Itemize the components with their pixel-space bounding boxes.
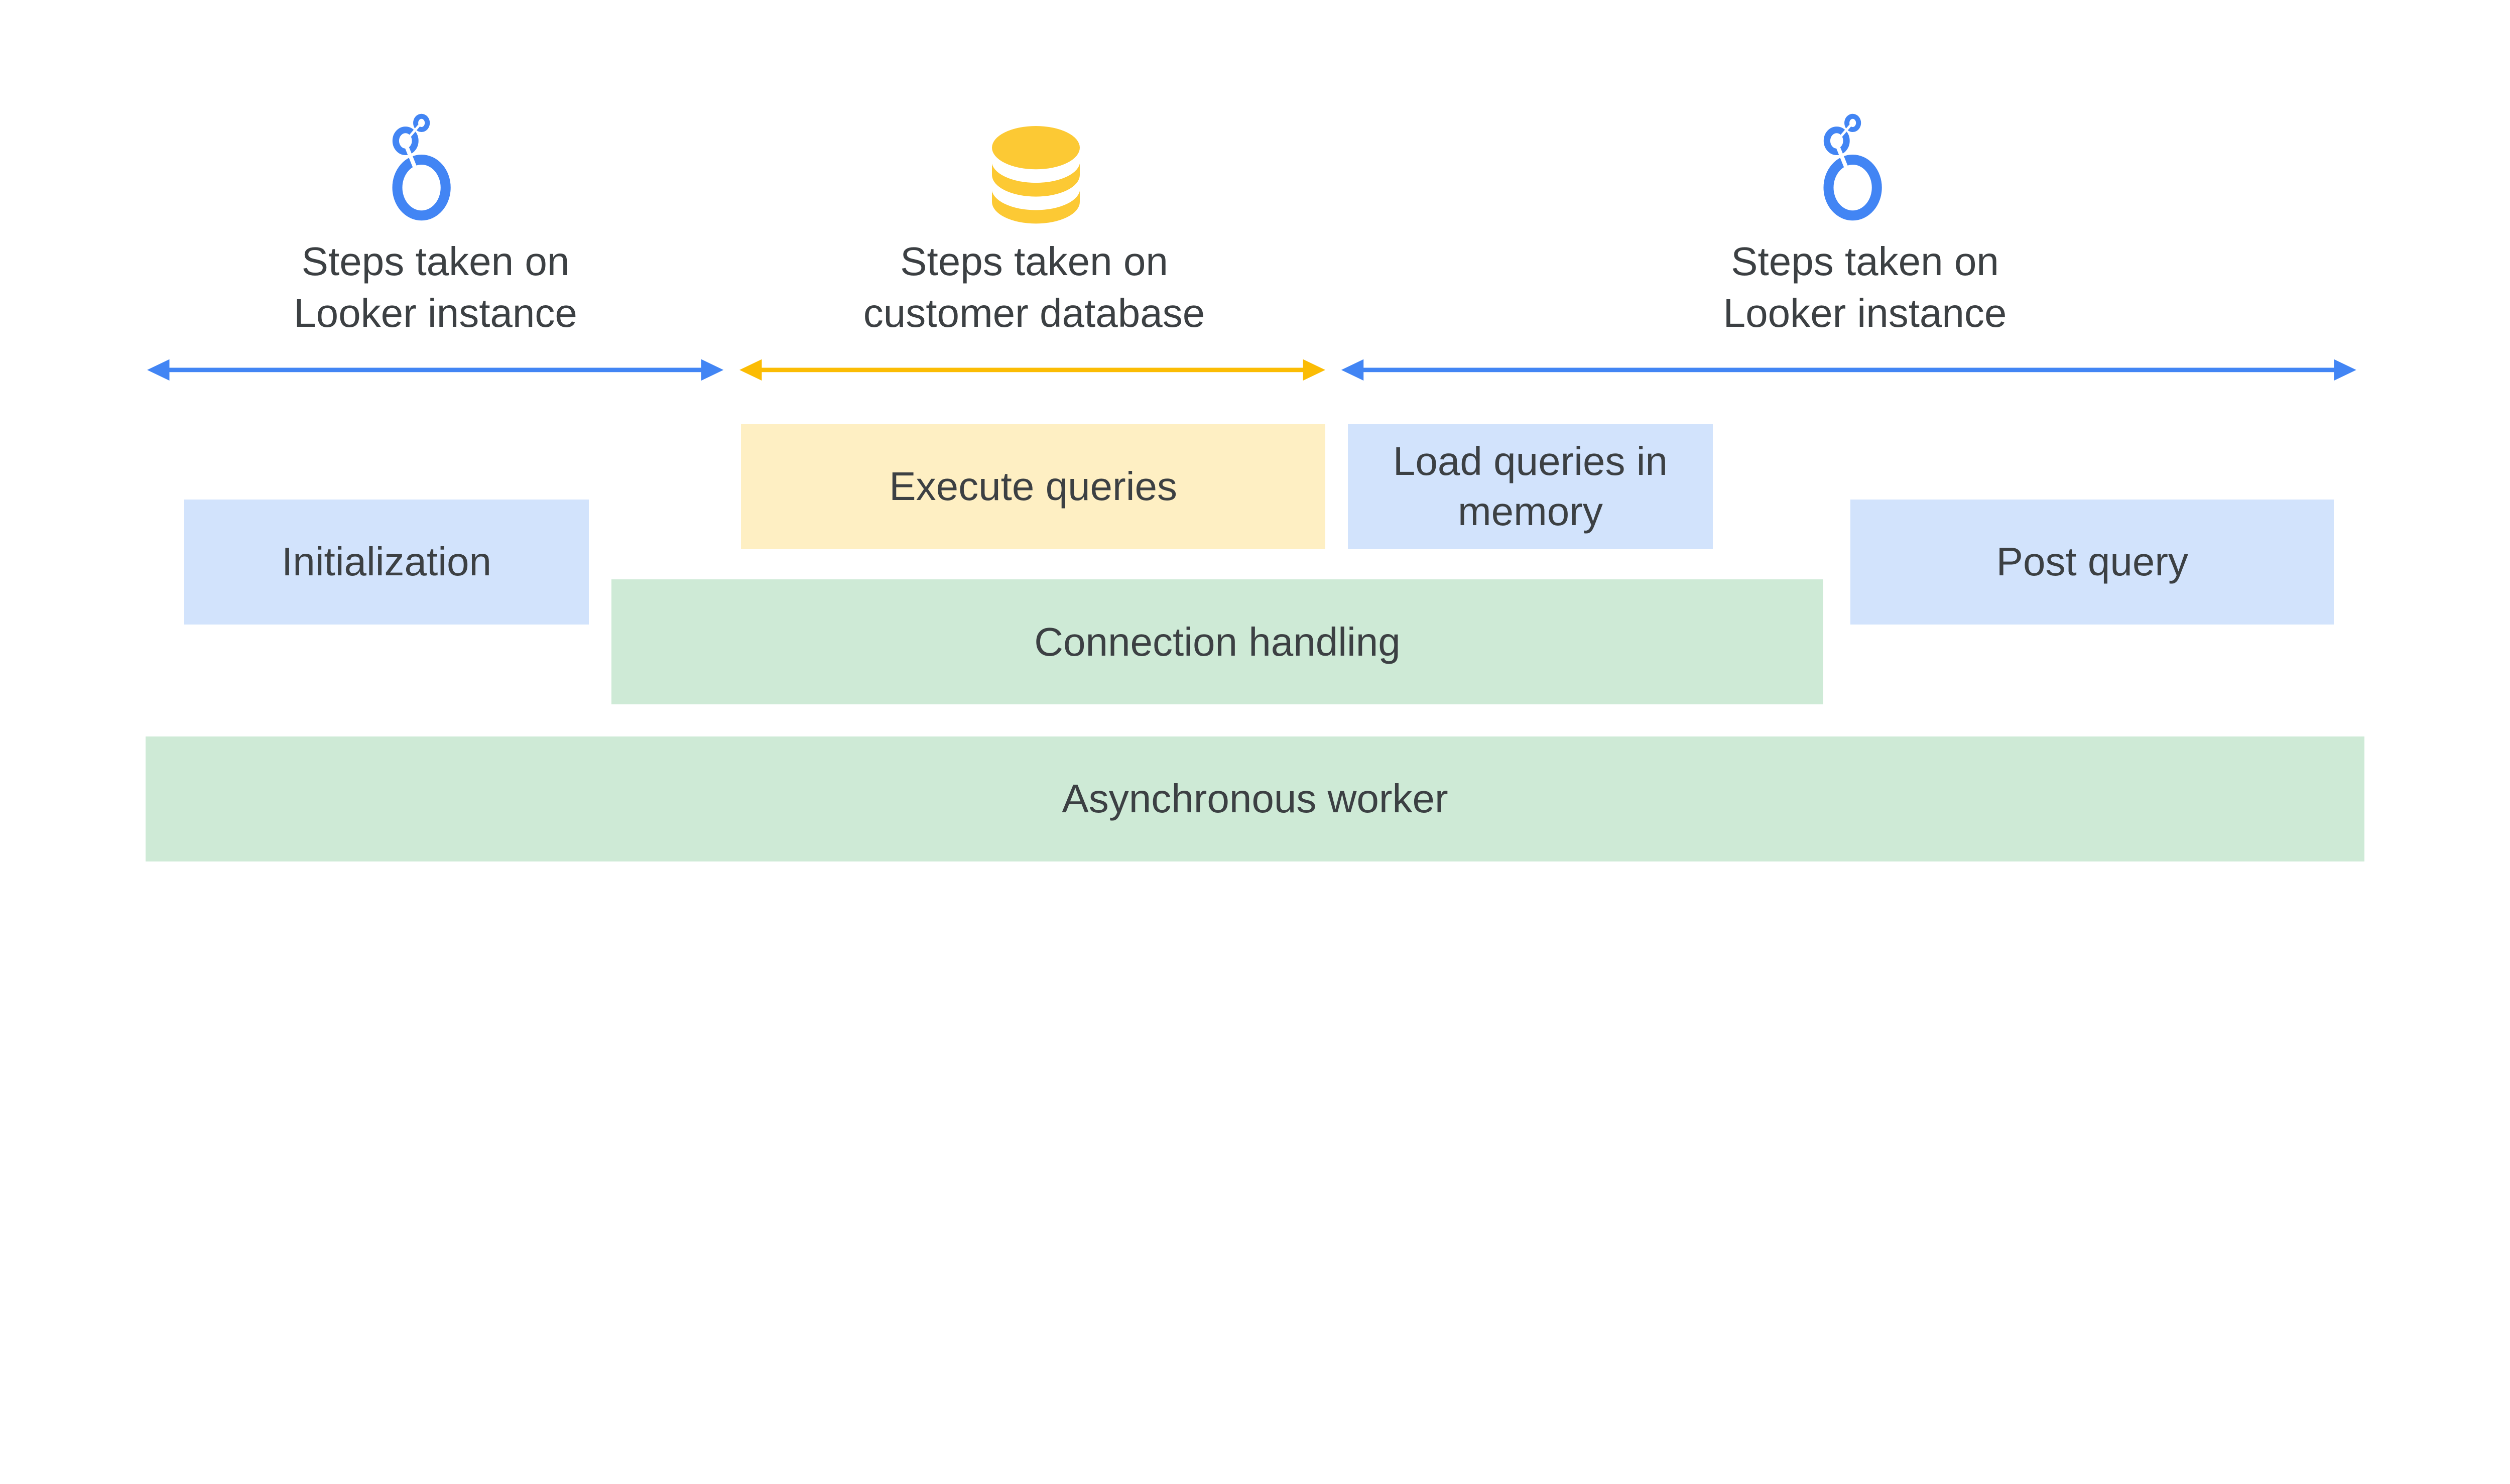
asynchronous-worker-label: Asynchronous worker [1062, 776, 1448, 821]
heading-line-2: Looker instance [294, 290, 577, 335]
initialization-label: Initialization [281, 539, 491, 584]
initialization-box: Initialization [184, 500, 589, 625]
section-heading-database: Steps taken on customer database [815, 235, 1254, 339]
double-arrow-looker-left [147, 359, 724, 381]
load-queries-label: Load queries in memory [1393, 439, 1668, 534]
section-heading-looker-right: Steps taken on Looker instance [1646, 235, 2085, 339]
database-icon [991, 126, 1080, 224]
heading-line-2: customer database [863, 290, 1205, 335]
double-arrow-database [739, 359, 1325, 381]
connection-handling-label: Connection handling [1034, 619, 1401, 664]
execute-queries-label: Execute queries [889, 464, 1177, 509]
heading-line-1: Steps taken on [301, 238, 570, 284]
double-arrow-looker-right [1341, 359, 2356, 381]
post-query-box: Post query [1850, 500, 2334, 625]
execute-queries-box: Execute queries [741, 424, 1325, 549]
connection-handling-box: Connection handling [611, 579, 1823, 705]
looker-logo-icon [392, 113, 451, 220]
span-arrows [147, 359, 2356, 381]
asynchronous-worker-box: Asynchronous worker [146, 736, 2364, 861]
looker-logo-icon [1823, 113, 1882, 220]
post-query-label: Post query [1996, 539, 2189, 584]
heading-line-1: Steps taken on [1731, 238, 1999, 284]
heading-line-1: Steps taken on [900, 238, 1168, 284]
section-heading-looker-left: Steps taken on Looker instance [216, 235, 655, 339]
load-queries-box: Load queries in memory [1348, 424, 1713, 549]
heading-line-2: Looker instance [1723, 290, 2007, 335]
